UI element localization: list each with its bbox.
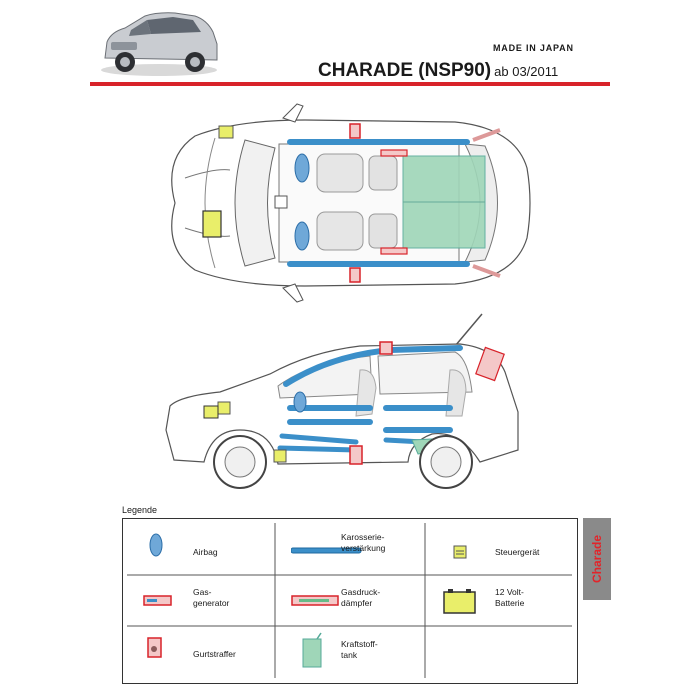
gas-damper-icon (291, 595, 339, 606)
legend-label-reinforcement: Karosserie- verstärkung (341, 532, 386, 553)
car-top-view (171, 103, 531, 303)
airbag-icon (149, 533, 163, 557)
belt-tensioner-icon (147, 637, 162, 658)
gas-generator-icon (143, 595, 172, 606)
model-title: CHARADE (NSP90)ab 03/2011 (318, 60, 558, 82)
model-name: CHARADE (NSP90) (318, 60, 492, 81)
legend-grid (127, 523, 572, 678)
side-tab-label: Charade (590, 534, 604, 584)
made-in-label: MADE IN JAPAN (493, 43, 574, 53)
legend-label-gas-damper: Gasdruck- dämpfer (341, 587, 381, 608)
model-date: ab 03/2011 (494, 64, 559, 79)
legend-label-belt-tensioner: Gurtstraffer (193, 649, 236, 659)
legend-box: Airbag Karosserie- verstärkung Steuerger… (122, 518, 578, 684)
control-unit-icon (453, 545, 467, 559)
legend-title: Legende (122, 505, 158, 515)
car-photo (101, 12, 218, 76)
legend-label-airbag: Airbag (193, 547, 218, 557)
fuel-tank-icon (302, 632, 322, 668)
legend-label-control-unit: Steuergerät (495, 547, 540, 557)
legend-label-battery: 12 Volt- Batterie (495, 587, 525, 608)
reinforcement-icon (291, 547, 362, 554)
battery-icon (443, 589, 476, 614)
legend-label-fuel-tank: Kraftstoff- tank (341, 639, 378, 660)
side-tab: Charade (583, 518, 611, 600)
header-divider (90, 82, 610, 86)
car-side-view (165, 313, 519, 489)
legend-label-gas-generator: Gas- generator (193, 587, 230, 608)
